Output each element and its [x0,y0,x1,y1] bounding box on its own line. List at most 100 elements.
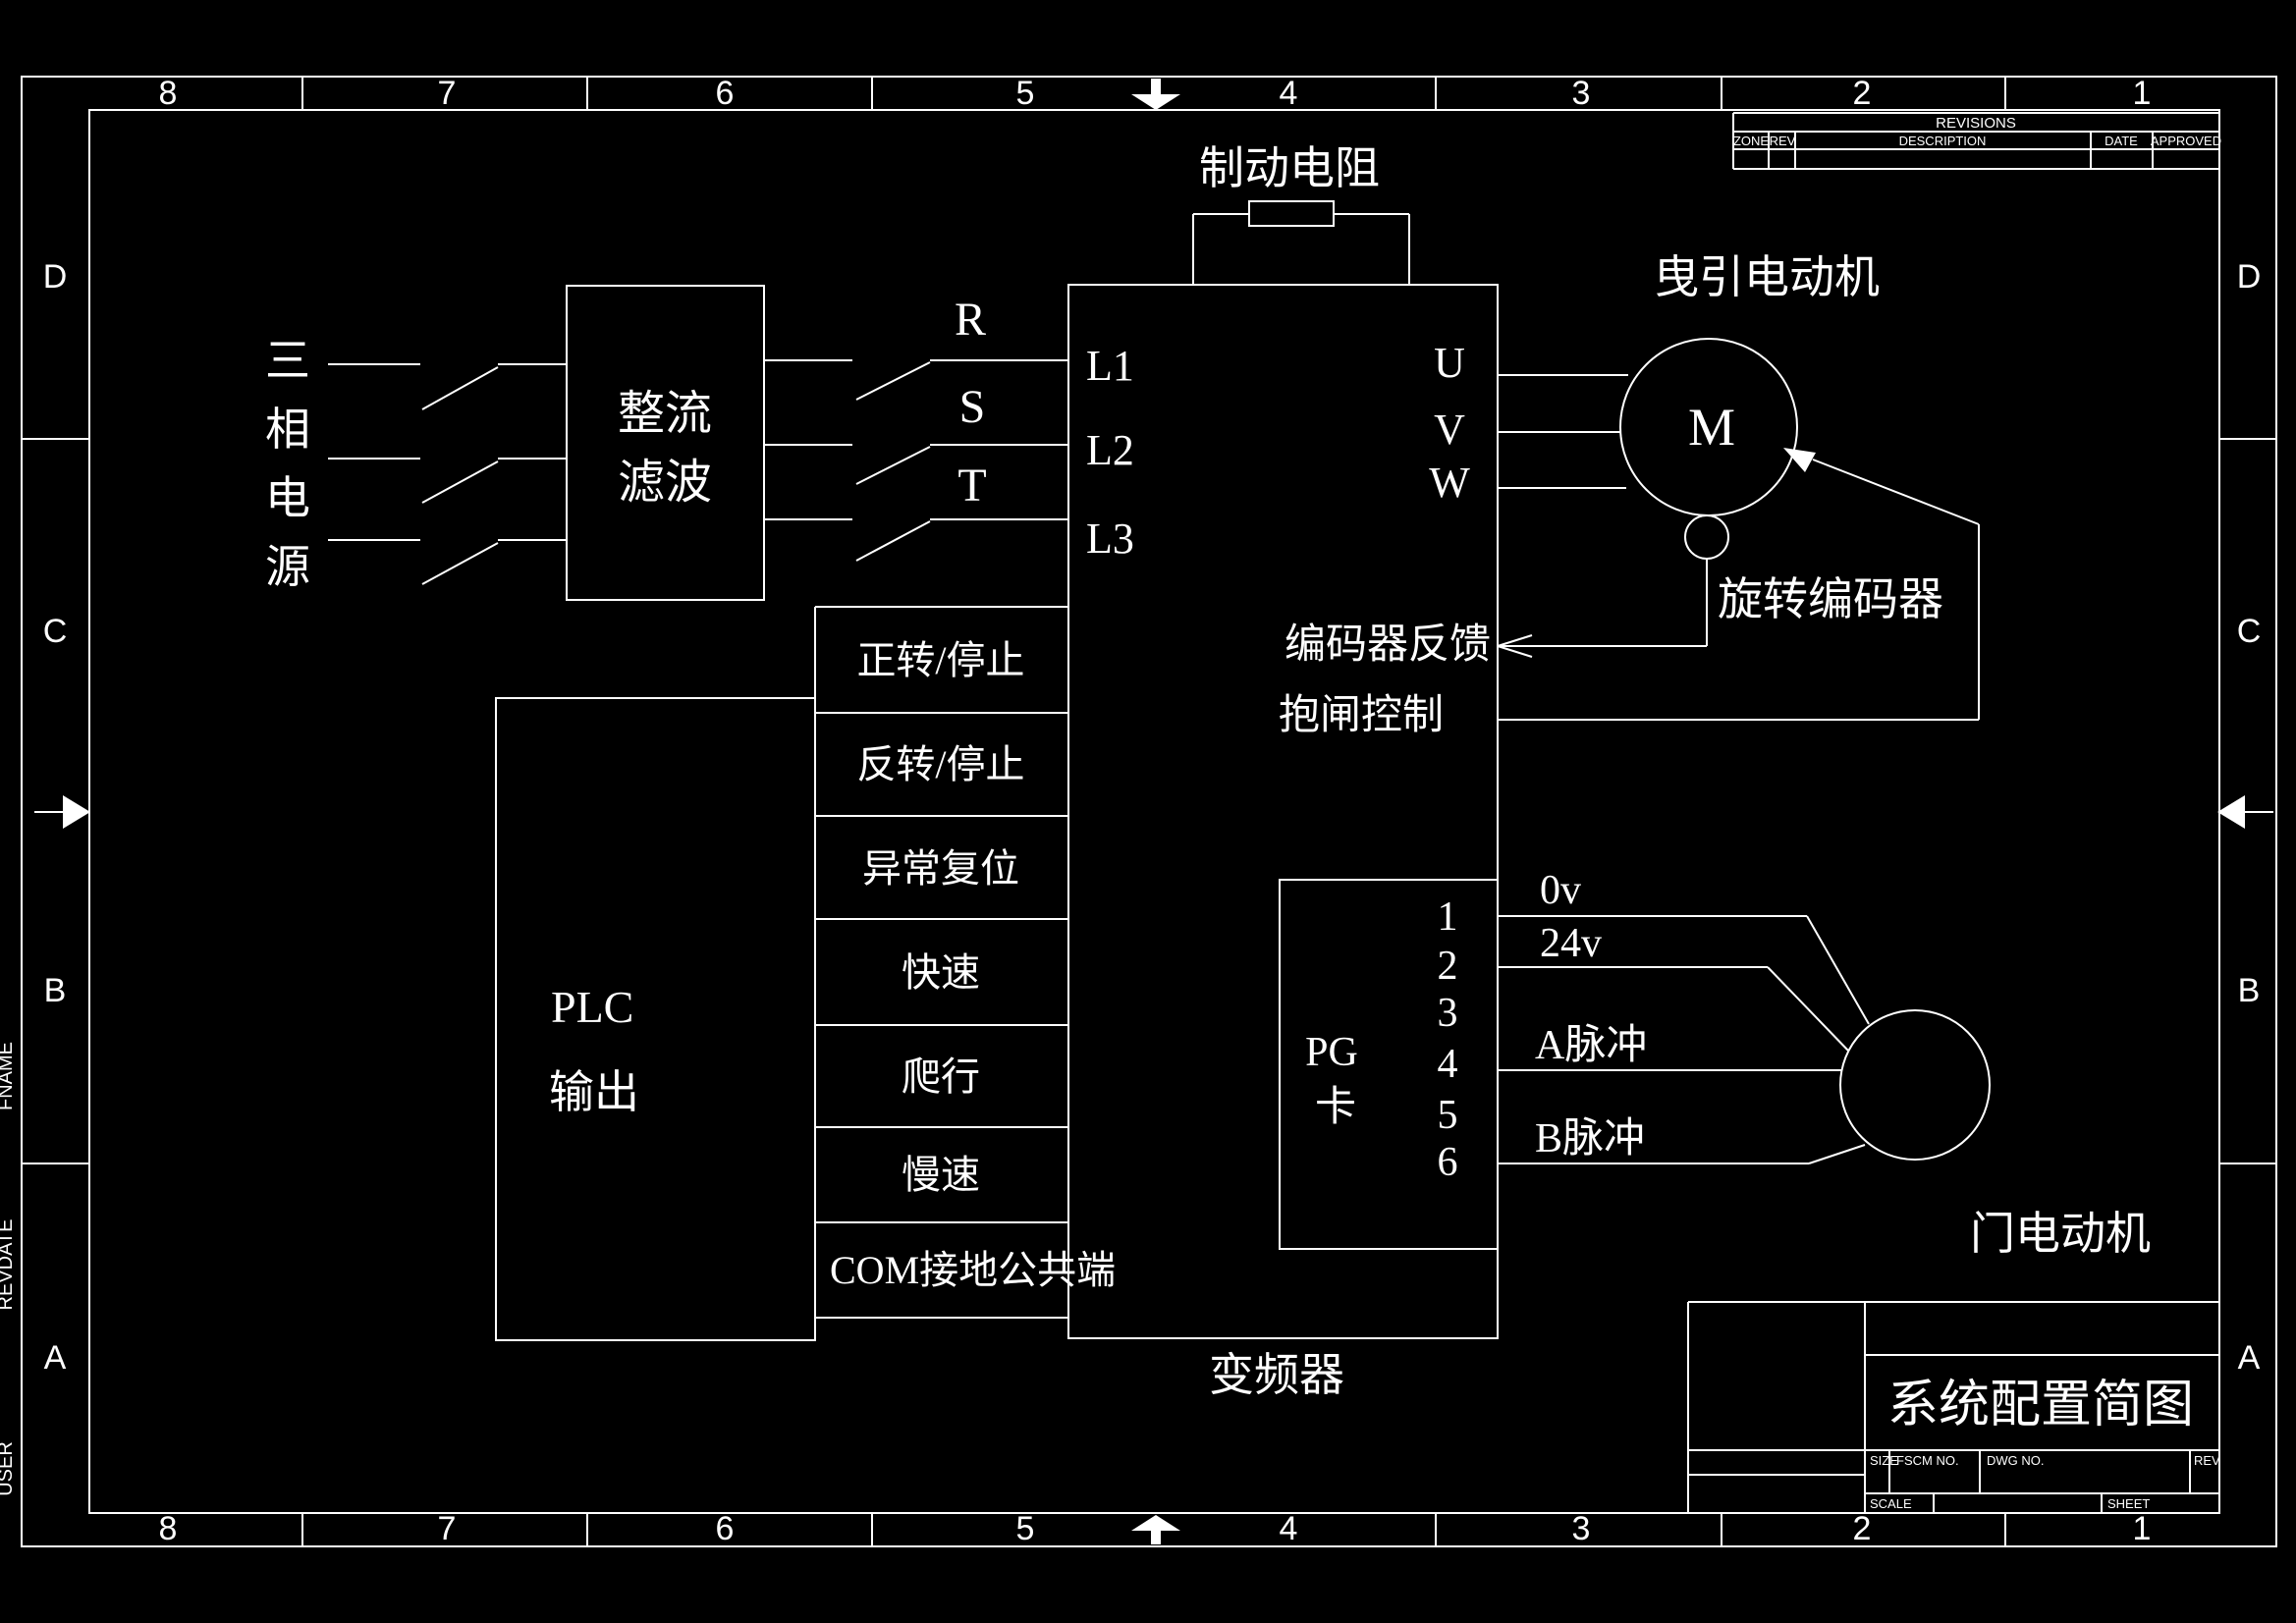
pg-pin-2: 2 [1438,944,1458,989]
phase-r-label: R [955,294,986,346]
zone-number: 5 [1016,75,1035,112]
margin-labels: FNAME REVDATE USER [0,1042,17,1496]
pg-card-label-line2: 卡 [1315,1085,1356,1130]
zone-letter: A [2238,1339,2261,1377]
left-zone-letters: D C B A [43,258,68,1377]
pg-pin-4: 4 [1438,1042,1458,1087]
side-zone-ticks [22,438,2276,1164]
zone-number: 1 [2133,75,2152,112]
outer-border [21,76,2277,1547]
zone-number: 1 [2133,1510,2152,1547]
zone-number: 2 [1853,75,1872,112]
encoder-feedback-wire [1497,559,1708,658]
revisions-col-rev: REV [1770,134,1796,148]
bottom-zone-numbers: 8 7 6 5 4 3 2 1 [159,1510,2152,1547]
rotary-encoder-label: 旋转编码器 [1718,574,1943,624]
traction-motor-circuit: M 曳引电动机 旋转编码器 [1497,252,1980,721]
terminal-l3: L3 [1086,514,1134,563]
plc-box [495,697,816,1341]
resistor-symbol [1248,200,1335,227]
revisions-title: REVISIONS [1936,115,2016,132]
supply-breaker-switches [328,363,567,585]
terminal-w: W [1429,459,1470,507]
inverter-input-terminals: L1 L2 L3 [1086,342,1134,563]
pg-signal-wires [1498,915,1870,1164]
phase-t-label: T [957,460,986,512]
motor-m-symbol: M [1688,398,1735,457]
revisions-col-description: DESCRIPTION [1899,134,1987,148]
bottom-zone-ticks [301,1513,2006,1546]
right-center-arrow-icon [2217,795,2273,829]
rst-switches [764,359,1068,562]
plc-label-line1: PLC [551,982,633,1032]
zone-number: 6 [716,1510,735,1547]
zone-number: 3 [1572,75,1591,112]
zone-letter: A [44,1339,67,1377]
rectifier-box [566,285,765,601]
terminal-v: V [1434,406,1465,454]
uvw-wires [1498,374,1628,489]
sheet-field-label: SHEET [2107,1496,2150,1511]
pg-pin-3: 3 [1438,991,1458,1036]
fscm-field-label: FSCM NO. [1896,1453,1959,1468]
zone-letter: D [2237,258,2262,296]
zone-number: 7 [438,1510,457,1547]
inverter-label: 变频器 [1209,1350,1344,1400]
terminal-l2: L2 [1086,426,1134,474]
pg-card-box [1279,879,1499,1250]
top-zone-ticks [301,77,2006,110]
encoder-feedback-label: 编码器反馈 [1285,622,1491,668]
pg-card-block: PG 卡 1 2 3 4 5 6 [1279,879,1499,1250]
top-zone-numbers: 8 7 6 5 4 3 2 1 [159,75,2152,112]
terminal-u: U [1434,339,1465,387]
zone-number: 8 [159,75,178,112]
pg-signal-labels: 0v 24v A脉冲 B脉冲 [1535,868,1647,1162]
plc-signal-cells [814,606,1068,1340]
rectifier-label-line2: 滤波 [618,457,712,509]
brake-control-wire [1498,448,1980,721]
plc-signal-slow: 慢速 [902,1153,980,1197]
source-char: 源 [265,542,310,592]
source-char: 三 [265,336,310,386]
drawing-title: 系统配置简图 [1887,1378,2194,1434]
inverter-output-terminals: U V W [1429,339,1470,507]
revdate-label: REVDATE [0,1219,17,1311]
zone-letter: B [44,972,67,1009]
plc-signal-rev-stop: 反转/停止 [856,742,1024,786]
plc-signal-crawl: 爬行 [902,1055,980,1099]
zone-number: 7 [438,75,457,112]
sheet-border [21,76,2277,1547]
three-phase-source-label: 三 相 电 源 [265,336,310,592]
braking-resistor-label: 制动电阻 [1199,143,1380,193]
zone-number: 8 [159,1510,178,1547]
plc-output-block: PLC 输出 正转/停止 反转/停止 异常复位 快速 爬行 慢速 COM接地公共… [495,606,1116,1341]
zone-letter: B [2238,972,2261,1009]
size-field-label: SIZE [1870,1453,1898,1468]
pg-pin-6: 6 [1438,1140,1458,1185]
top-center-arrow-icon [1131,79,1180,110]
title-block: 系统配置简图 SIZE FSCM NO. DWG NO. REV SCALE S… [1687,1301,2220,1513]
plc-signal-fast: 快速 [902,950,980,995]
rectifier-filter-block: 整流 滤波 [566,285,765,601]
plc-label-line2: 输出 [549,1067,639,1117]
pg-pin-5: 5 [1438,1093,1458,1138]
plc-signal-fwd-stop: 正转/停止 [856,638,1024,682]
rotary-encoder-symbol [1684,514,1729,560]
braking-resistor-circuit: 制动电阻 [1192,143,1410,285]
revisions-col-zone: ZONE [1733,134,1769,148]
pg-card-pins: 1 2 3 4 5 6 [1438,894,1458,1185]
encoder-pointer-arrow-icon [1783,448,1816,472]
plc-signal-fault-reset: 异常复位 [862,846,1019,891]
phase-s-label: S [959,381,986,433]
zone-number: 5 [1016,1510,1035,1547]
door-motor-label: 门电动机 [1970,1209,2151,1259]
plc-signal-com-ground: COM接地公共端 [830,1248,1116,1292]
signal-a-pulse-label: A脉冲 [1535,1023,1647,1068]
door-motor-circuit: 0v 24v A脉冲 B脉冲 门电动机 [1498,868,2151,1259]
user-label: USER [0,1441,17,1496]
rectifier-label-line1: 整流 [618,388,712,440]
zone-number: 4 [1280,75,1298,112]
terminal-l1: L1 [1086,342,1134,390]
revisions-table: REVISIONS ZONE REV DESCRIPTION DATE APPR… [1732,112,2221,170]
pg-pin-1: 1 [1438,894,1458,940]
